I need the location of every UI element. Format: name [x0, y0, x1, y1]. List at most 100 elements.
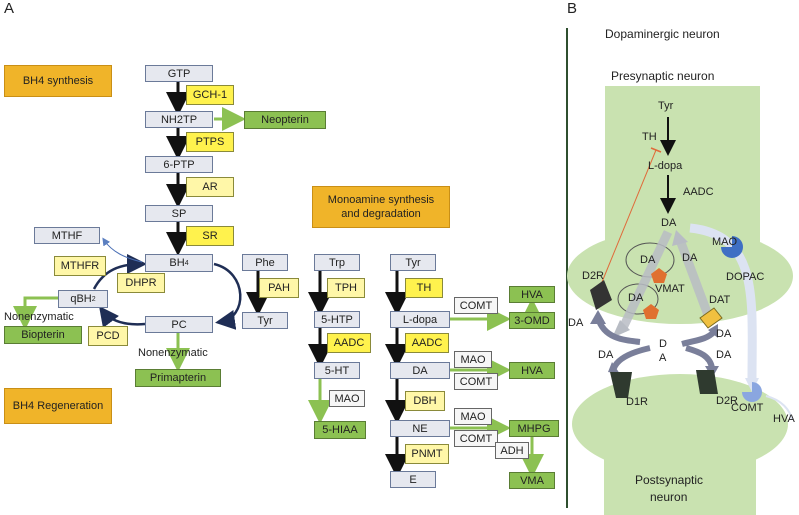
node-gtp: GTP [145, 65, 213, 82]
enzyme-aadc-tyr: AADC [405, 333, 449, 353]
b-da-vesicle-1: DA [640, 254, 656, 266]
b-mao: MAO [712, 236, 738, 248]
monoamine-line-1: Monoamine synthesis [327, 194, 435, 206]
enzyme-pcd: PCD [88, 326, 128, 346]
node-hva-1: HVA [509, 286, 555, 303]
enzyme-dhpr: DHPR [117, 273, 165, 293]
enzyme-gch1: GCH-1 [186, 85, 234, 105]
b-dopac: DOPAC [726, 271, 765, 283]
postsynaptic-label-1: Postsynaptic [635, 473, 704, 487]
b-tyr: Tyr [658, 100, 674, 112]
enzyme-mao-2: MAO [454, 408, 492, 425]
vmat-transporter-2 [643, 304, 659, 319]
enzyme-ptps: PTPS [186, 132, 234, 152]
node-ldopa: L-dopa [390, 311, 450, 328]
comt-enzyme [742, 382, 762, 402]
b-da-left: DA [568, 317, 584, 329]
vesicle-2 [617, 283, 659, 315]
node-tyr-phe: Tyr [242, 312, 288, 329]
node-trp: Trp [314, 254, 360, 271]
node-primapterin: Primapterin [135, 369, 221, 387]
enzyme-comt-3: COMT [454, 430, 498, 447]
bh4-regeneration-text: BH4 Regeneration [12, 400, 104, 412]
b-da-center-d: D [659, 338, 667, 350]
b-d2r-pre: D2R [582, 270, 605, 282]
node-hva-2: HVA [509, 362, 555, 379]
node-nh2tp: NH2TP [145, 111, 213, 128]
node-mthf: MTHF [34, 227, 100, 244]
enzyme-mao-trp: MAO [329, 390, 365, 407]
node-biopterin: Biopterin [4, 326, 82, 344]
bh4-synthesis-header: BH4 synthesis [4, 65, 112, 97]
enzyme-pnmt: PNMT [405, 444, 449, 464]
nonenzymatic-left-label: Nonenzymatic [4, 311, 74, 323]
node-vma: VMA [509, 472, 555, 489]
enzyme-sr: SR [186, 226, 234, 246]
b-vmat: VMAT [655, 283, 685, 295]
b-hva: HVA [773, 413, 795, 425]
b-d2r-post: D2R [716, 395, 739, 407]
node-5hiaa: 5-HIAA [314, 421, 366, 439]
enzyme-mthfr: MTHFR [54, 256, 106, 276]
b-da-top: DA [661, 217, 677, 229]
enzyme-dbh: DBH [405, 391, 445, 411]
b-da-vesicle-2: DA [628, 292, 644, 304]
panel-a-label: A [4, 0, 15, 17]
b-da-right-2: DA [716, 349, 732, 361]
b-th: TH [642, 131, 657, 143]
node-sp: SP [145, 205, 213, 222]
bh4-subscript: 4 [184, 259, 189, 267]
monoamine-line-2: and degradation [341, 208, 421, 220]
node-tyr: Tyr [390, 254, 436, 271]
presynaptic-axon [605, 86, 760, 246]
dat-transporter [699, 307, 723, 329]
bh4-synthesis-text: BH4 synthesis [22, 75, 94, 87]
enzyme-aadc-trp: AADC [327, 333, 371, 353]
enzyme-comt-2: COMT [454, 373, 498, 390]
bh4-text: BH [169, 257, 185, 269]
b-dat: DAT [709, 294, 731, 306]
node-5ht: 5-HT [314, 362, 360, 379]
bh4-regeneration-header: BH4 Regeneration [4, 388, 112, 424]
nonenzymatic-right-label: Nonenzymatic [138, 347, 208, 359]
b-aadc: AADC [683, 186, 714, 198]
enzyme-ar: AR [186, 177, 234, 197]
b-da-right-arrow: DA [682, 252, 698, 264]
d2r-post-receptor [696, 370, 718, 394]
b-da-center-a: A [659, 352, 667, 364]
node-5htp: 5-HTP [314, 311, 360, 328]
node-pc: PC [145, 316, 213, 333]
node-phe: Phe [242, 254, 288, 271]
node-da: DA [390, 362, 450, 379]
vmat-transporter [651, 268, 667, 283]
b-ldopa: L-dopa [648, 160, 683, 172]
postsynaptic-stem [604, 440, 756, 515]
node-mhpg: MHPG [509, 420, 559, 437]
qbh2-subscript: 2 [91, 295, 96, 303]
d1r-receptor [610, 372, 632, 398]
enzyme-adh: ADH [495, 442, 529, 459]
mao-enzyme [721, 236, 743, 258]
monoamine-header: Monoamine synthesis and degradation [312, 186, 450, 228]
node-e: E [390, 471, 436, 488]
b-comt: COMT [731, 402, 764, 414]
b-d1r: D1R [626, 396, 649, 408]
panel-b-title: Dopaminergic neuron [605, 27, 720, 41]
enzyme-comt-1: COMT [454, 297, 498, 314]
node-6ptp: 6-PTP [145, 156, 213, 173]
d2r-pre-receptor [590, 280, 612, 310]
presynaptic-label: Presynaptic neuron [611, 69, 715, 83]
b-da-left-2: DA [598, 349, 614, 361]
enzyme-mao-1: MAO [454, 351, 492, 368]
node-3omd: 3-OMD [509, 312, 555, 329]
b-da-right-1: DA [716, 328, 732, 340]
node-neopterin: Neopterin [244, 111, 326, 129]
panel-b-label: B [567, 0, 578, 17]
enzyme-th: TH [405, 278, 443, 298]
qbh2-text: qBH [70, 293, 92, 305]
postsynaptic-label-2: neuron [650, 490, 688, 504]
